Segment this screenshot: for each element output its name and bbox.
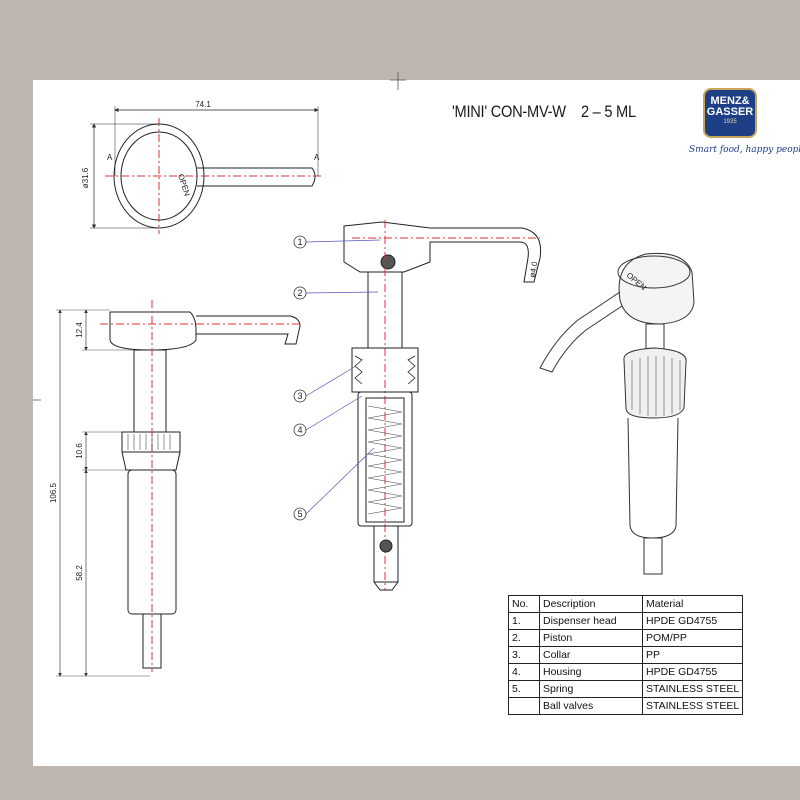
cell-description: Spring — [539, 680, 643, 698]
callout-1: 1 — [297, 237, 302, 247]
cell-material: POM/PP — [641, 629, 744, 647]
cell-no: 3. — [508, 646, 540, 664]
col-header-description: Description — [539, 595, 643, 613]
side-view — [56, 300, 301, 677]
cell-description: Piston — [539, 629, 643, 647]
callout-5: 5 — [297, 509, 302, 519]
section-mark-right: A — [314, 153, 320, 162]
cell-material: PP — [641, 646, 744, 664]
dim-head-height: 12.4 — [75, 322, 84, 338]
brand-tagline: Smart food, happy people — [689, 145, 800, 155]
section-mark-left: A — [107, 153, 113, 162]
cell-material: STAINLESS STEEL — [641, 697, 744, 715]
dim-width-top: 74.1 — [195, 100, 211, 109]
dim-lower-height: 58.2 — [75, 565, 84, 581]
col-header-no: No. — [508, 595, 540, 613]
dim-total-height: 106.5 — [49, 482, 58, 503]
cell-no: 5. — [508, 680, 540, 698]
cell-material: HPDE GD4755 — [641, 612, 744, 630]
dim-collar-height: 10.6 — [75, 443, 84, 459]
brand-logo: MENZ& GASSER 1935 — [703, 88, 757, 138]
callout-3: 3 — [297, 391, 302, 401]
table-header-row: No. Description Material — [508, 595, 744, 613]
callout-circles — [293, 235, 307, 521]
cap-open-text-top: OPEN — [176, 173, 192, 198]
cell-description: Housing — [539, 663, 643, 681]
cell-no — [508, 697, 540, 715]
section-view — [343, 220, 542, 591]
cell-description: Dispenser head — [539, 612, 643, 630]
cell-material: HPDE GD4755 — [641, 663, 744, 681]
top-view — [90, 106, 322, 234]
cell-material: STAINLESS STEEL — [641, 680, 744, 698]
dim-spout-diameter: ø4.0 — [528, 260, 540, 278]
callout-leaders — [305, 239, 381, 515]
cell-description: Collar — [539, 646, 643, 664]
callout-2: 2 — [297, 288, 302, 298]
cell-no: 4. — [508, 663, 540, 681]
cell-no: 1. — [508, 612, 540, 630]
materials-table: No. Description Material 1.Dispenser hea… — [508, 595, 744, 715]
registration-marks — [33, 72, 406, 401]
cell-description: Ball valves — [539, 697, 643, 715]
isometric-view — [539, 252, 695, 575]
callout-4: 4 — [297, 425, 302, 435]
dim-diameter: ø31.6 — [81, 167, 90, 188]
col-header-material: Material — [641, 595, 744, 613]
cell-no: 2. — [508, 629, 540, 647]
drawing-title: 'MINI' CON-MV-W 2 – 5 ML — [452, 102, 636, 121]
